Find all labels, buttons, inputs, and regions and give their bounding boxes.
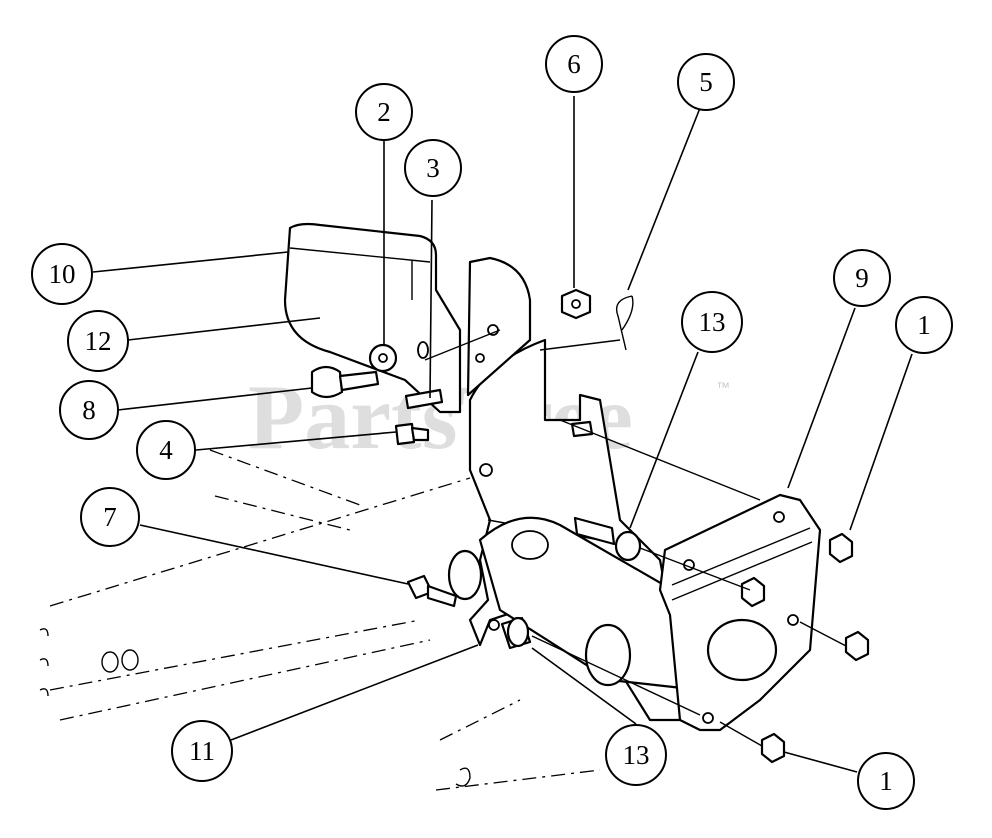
- side-cover-bracket: [283, 222, 462, 414]
- leader-lines: [92, 96, 913, 773]
- callout-label-3: 3: [426, 153, 440, 183]
- upright-bracket: [466, 256, 532, 397]
- callout-13-top[interactable]: 13: [681, 291, 743, 353]
- callout-1-bottom[interactable]: 1: [857, 752, 915, 810]
- callout-3[interactable]: 3: [404, 139, 462, 197]
- callout-7[interactable]: 7: [80, 487, 140, 547]
- callout-label-9: 9: [855, 263, 869, 293]
- callout-label-4: 4: [159, 435, 173, 465]
- callout-4[interactable]: 4: [136, 420, 196, 480]
- callout-label-1-bottom: 1: [879, 766, 893, 796]
- watermark-trademark: ™: [716, 379, 730, 395]
- phantom-frame: [39, 449, 601, 791]
- rear-plate: [658, 493, 822, 732]
- callout-13-bottom[interactable]: 13: [605, 724, 667, 786]
- callout-label-13-bottom: 13: [623, 740, 650, 770]
- callout-12[interactable]: 12: [67, 310, 129, 372]
- callout-label-1-top: 1: [917, 310, 931, 340]
- callout-label-10: 10: [49, 259, 76, 289]
- callout-label-8: 8: [82, 395, 96, 425]
- callout-9[interactable]: 9: [833, 249, 891, 307]
- callout-6[interactable]: 6: [545, 35, 603, 93]
- callout-label-7: 7: [103, 502, 117, 532]
- callout-label-6: 6: [567, 49, 581, 79]
- callout-5[interactable]: 5: [677, 53, 735, 111]
- callout-label-13-top: 13: [699, 307, 726, 337]
- hardware: [310, 288, 870, 764]
- callout-2[interactable]: 2: [355, 83, 413, 141]
- callout-label-12: 12: [85, 326, 112, 356]
- callout-label-5: 5: [699, 67, 713, 97]
- callout-8[interactable]: 8: [59, 380, 119, 440]
- callout-label-11: 11: [189, 736, 215, 766]
- callout-1-top[interactable]: 1: [895, 296, 953, 354]
- callout-11[interactable]: 11: [171, 720, 233, 782]
- callout-10[interactable]: 10: [31, 243, 93, 305]
- callout-label-2: 2: [377, 97, 391, 127]
